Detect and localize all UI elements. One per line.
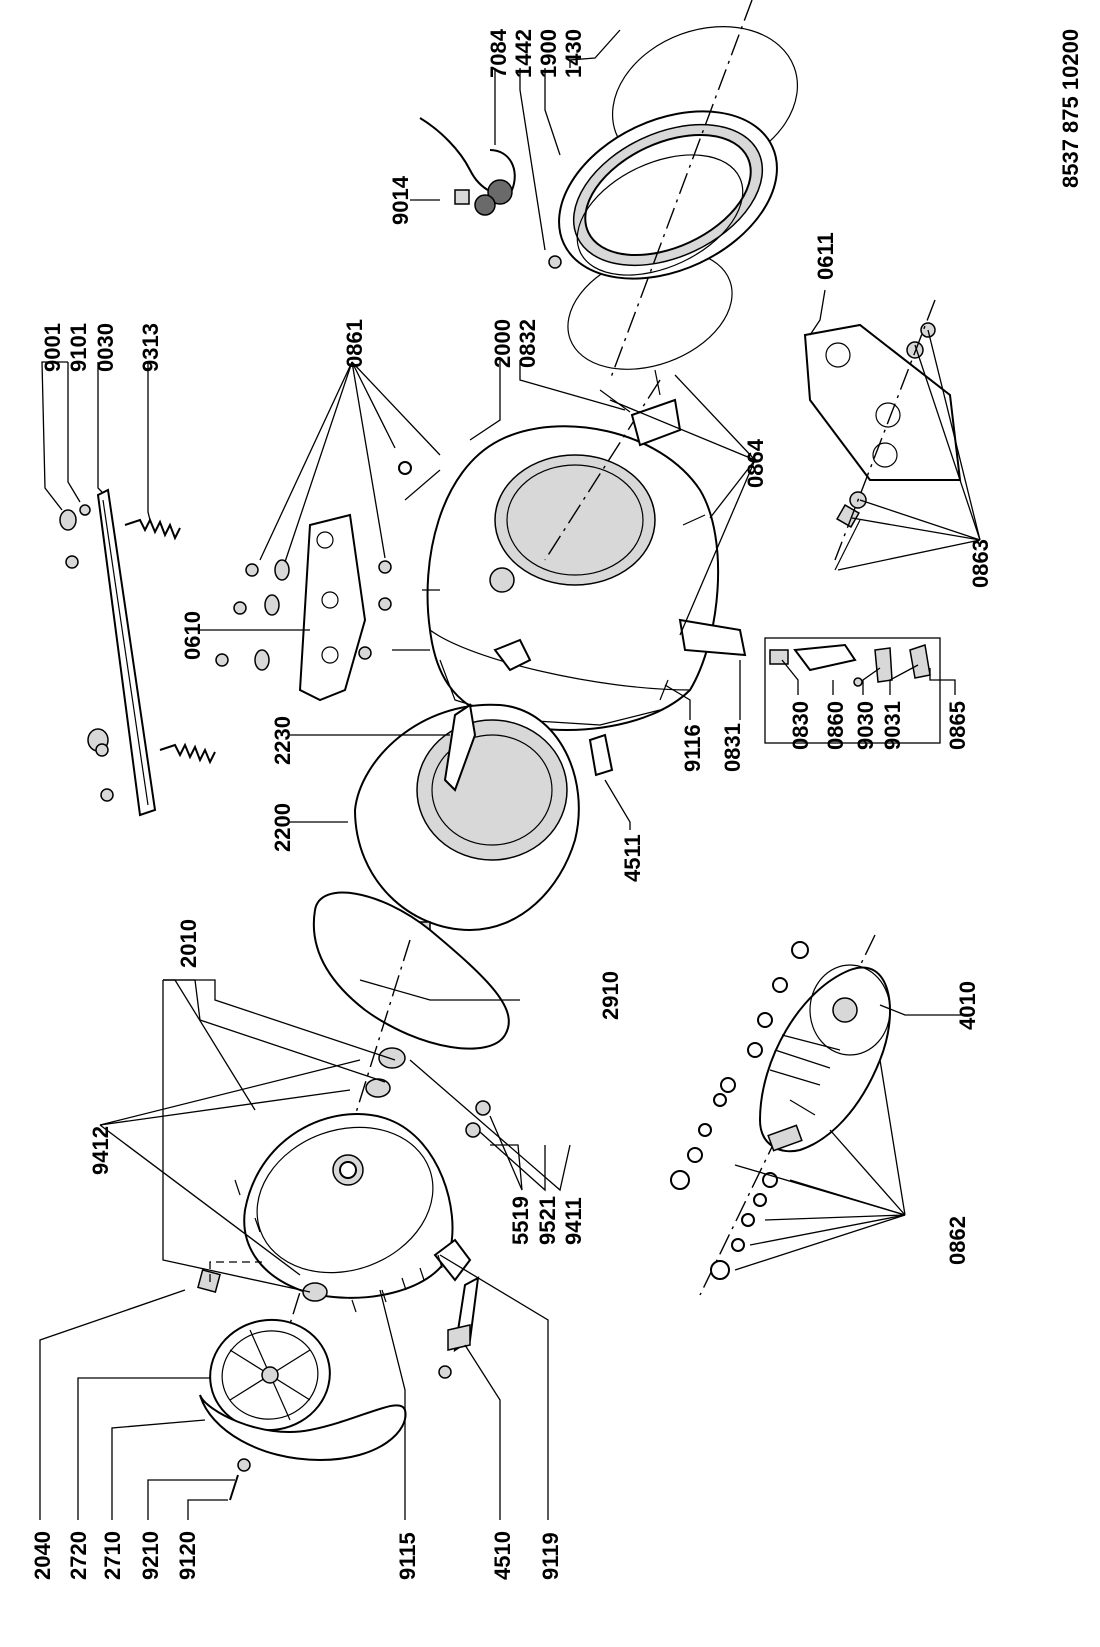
damper-kit-box-0865 bbox=[764, 637, 941, 744]
label-2230: 2230 bbox=[270, 716, 295, 765]
tub-front bbox=[426, 425, 720, 731]
label-1900: 1900 bbox=[536, 29, 561, 78]
part-labels: 9001 9101 0030 9313 0861 2000 0832 7084 … bbox=[30, 28, 993, 1580]
label-0832: 0832 bbox=[515, 319, 540, 368]
label-2720: 2720 bbox=[66, 1531, 91, 1580]
rear-screws-9115 bbox=[234, 1179, 443, 1313]
label-2000: 2000 bbox=[490, 319, 515, 368]
label-0611: 0611 bbox=[813, 232, 838, 280]
top-rail-0030 bbox=[59, 488, 157, 817]
door-gasket-group bbox=[558, 26, 799, 370]
label-9120: 9120 bbox=[175, 1531, 200, 1580]
motor-4010 bbox=[758, 964, 891, 1153]
drum-2200 bbox=[353, 703, 580, 935]
label-9001: 9001 bbox=[40, 323, 65, 372]
label-0865: 0865 bbox=[945, 701, 970, 750]
label-9031: 9031 bbox=[880, 701, 905, 750]
label-9313: 9313 bbox=[138, 323, 163, 372]
rear-tub-2010 bbox=[243, 1047, 491, 1302]
label-9412: 9412 bbox=[88, 1126, 113, 1175]
bracket-0832 bbox=[599, 369, 682, 447]
nut-2040 bbox=[197, 1261, 262, 1293]
label-0831: 0831 bbox=[720, 723, 745, 772]
lever-4511 bbox=[588, 733, 614, 777]
shock-0831 bbox=[659, 618, 747, 701]
label-1430: 1430 bbox=[561, 29, 586, 78]
label-1442: 1442 bbox=[511, 29, 536, 78]
label-4510: 4510 bbox=[490, 1531, 515, 1580]
label-7084: 7084 bbox=[486, 28, 511, 78]
label-2010: 2010 bbox=[176, 919, 201, 968]
label-0861: 0861 bbox=[342, 319, 367, 368]
label-9210: 9210 bbox=[138, 1531, 163, 1580]
document-code: 8537 875 10200 bbox=[1058, 29, 1083, 188]
label-2200: 2200 bbox=[270, 803, 295, 852]
drain-hose-clamp bbox=[419, 117, 562, 269]
label-0863: 0863 bbox=[968, 539, 993, 588]
label-2910: 2910 bbox=[598, 971, 623, 1020]
label-5519: 5519 bbox=[508, 1196, 533, 1245]
label-4010: 4010 bbox=[955, 981, 980, 1030]
label-0864: 0864 bbox=[743, 438, 768, 488]
pulley-2720 bbox=[209, 1318, 331, 1432]
label-2710: 2710 bbox=[100, 1531, 125, 1580]
label-0860: 0860 bbox=[823, 701, 848, 750]
label-9014: 9014 bbox=[388, 175, 413, 225]
leader-lines bbox=[39, 29, 981, 1520]
label-0830: 0830 bbox=[788, 701, 813, 750]
gasket-2910 bbox=[312, 891, 510, 1050]
label-0862: 0862 bbox=[945, 1216, 970, 1265]
label-4511: 4511 bbox=[620, 834, 645, 882]
label-9411: 9411 bbox=[561, 1197, 586, 1245]
label-9116: 9116 bbox=[680, 724, 705, 772]
label-0030: 0030 bbox=[93, 323, 118, 372]
bolt-9120 bbox=[229, 1458, 251, 1501]
counterweight-0610 bbox=[215, 513, 392, 702]
label-2040: 2040 bbox=[30, 1531, 55, 1580]
label-9119: 9119 bbox=[538, 1532, 563, 1580]
label-9101: 9101 bbox=[66, 323, 91, 372]
motor-fixings-0862 bbox=[670, 941, 809, 1280]
tub-bolts bbox=[392, 461, 706, 651]
heater-4510 bbox=[438, 1276, 480, 1379]
label-9030: 9030 bbox=[853, 701, 878, 750]
label-9521: 9521 bbox=[535, 1196, 560, 1245]
springs-9313 bbox=[124, 517, 216, 765]
label-9115: 9115 bbox=[395, 1532, 420, 1580]
label-0610: 0610 bbox=[180, 611, 205, 660]
